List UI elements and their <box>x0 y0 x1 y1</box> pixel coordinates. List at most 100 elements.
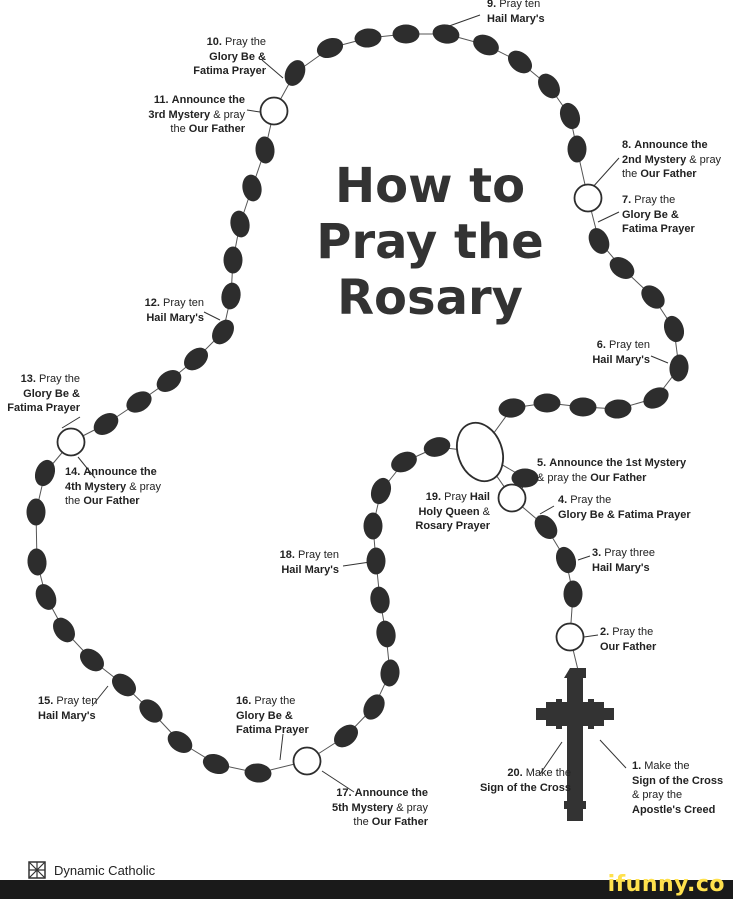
brand-name: Dynamic Catholic <box>54 862 156 878</box>
step-4-label: 4. Pray the Glory Be & Fatima Prayer <box>558 494 691 521</box>
rosary-bead <box>533 393 561 413</box>
our-father-bead <box>555 622 585 652</box>
our-father-bead <box>259 96 289 126</box>
rosary-bead <box>35 584 57 610</box>
leader-line <box>539 505 555 515</box>
step-6-label: 6. Pray ten Hail Mary's <box>592 339 650 366</box>
rosary-bead <box>93 413 119 435</box>
rosary-bead <box>230 210 250 238</box>
brand-logo: Dynamic Catholic <box>28 861 155 879</box>
step-12-label: 12. Pray ten Hail Mary's <box>144 297 204 324</box>
rosary-bead <box>473 34 499 56</box>
rosary-bead <box>242 174 262 202</box>
rosary-bead <box>27 548 47 576</box>
rosary-bead <box>354 28 382 48</box>
rosary-bead <box>380 659 400 687</box>
rosary-bead <box>609 257 635 279</box>
leader-line <box>91 685 109 707</box>
rosary-bead <box>563 580 583 608</box>
rosary-bead <box>669 354 689 382</box>
leader-line <box>203 311 221 321</box>
step-15-label: 15. Pray ten Hail Mary's <box>38 695 98 722</box>
step-14-label: 14. Announce the 4th Mystery & pray the … <box>65 466 161 507</box>
crucifix <box>536 668 614 821</box>
crucifix-shape <box>536 668 614 821</box>
our-father-bead <box>573 183 603 213</box>
rosary-bead <box>139 699 163 723</box>
leader-line <box>599 739 627 769</box>
leader-line <box>650 355 669 364</box>
rosary-centerpiece <box>456 421 504 483</box>
leader-line <box>577 555 591 561</box>
rosary-bead <box>498 398 526 418</box>
leader-line <box>539 741 563 775</box>
rosary-bead <box>255 136 275 164</box>
leader-line <box>261 59 284 79</box>
rosary-bead <box>604 399 632 419</box>
rosary-bead <box>333 724 359 748</box>
rosary-bead <box>534 514 558 540</box>
rosary-bead <box>366 547 386 575</box>
leader-line <box>597 211 620 223</box>
leader-line <box>583 634 599 638</box>
rosary-bead <box>183 347 209 371</box>
leader-line <box>246 109 261 113</box>
rosary-bead <box>156 370 182 392</box>
step-9-label: 9. Pray ten Hail Mary's <box>487 0 545 25</box>
rosary-bead <box>370 477 392 505</box>
our-father-bead <box>497 483 527 513</box>
rosary-bead <box>212 319 234 345</box>
rosary-bead <box>126 391 152 413</box>
rosary-bead <box>202 753 230 775</box>
rosary-bead <box>663 315 685 343</box>
page-title: How to Pray the Rosary <box>316 158 544 326</box>
rosary-bead <box>588 228 610 254</box>
step-13-label: 13. Pray the Glory Be & Fatima Prayer <box>7 373 80 414</box>
rosary-bead <box>511 468 539 488</box>
rosary-bead <box>26 498 46 526</box>
rosary-bead <box>376 620 396 648</box>
rosary-bead <box>244 763 272 783</box>
rosary-bead <box>507 50 533 74</box>
step-10-label: 10. Pray the Glory Be & Fatima Prayer <box>193 36 266 77</box>
rosary-bead <box>370 586 390 614</box>
footer-bar <box>0 880 733 899</box>
leader-line <box>342 561 371 567</box>
rosary-bead <box>432 24 460 44</box>
rosary-bead <box>569 397 597 417</box>
step-17-label: 17. Announce the 5th Mystery & pray the … <box>332 787 428 828</box>
leader-line <box>591 157 620 189</box>
step-11-label: 11. Announce the 3rd Mystery & pray the … <box>148 94 245 135</box>
rosary-bead <box>559 102 581 130</box>
rosary-bead <box>79 648 105 672</box>
rosary-bead <box>363 694 385 720</box>
step-2-label: 2. Pray the Our Father <box>600 626 657 653</box>
rosary-bead <box>221 282 241 310</box>
step-5-label: 5. Announce the 1st Mystery & pray the O… <box>537 457 687 484</box>
ifunny-watermark: ifunny.co <box>607 872 725 897</box>
rosary-bead <box>316 37 344 59</box>
leader-line <box>77 456 96 479</box>
step-18-label: 18. Pray ten Hail Mary's <box>279 549 339 576</box>
rosary-bead <box>392 24 420 44</box>
rosary-bead <box>391 451 417 473</box>
step-1-label: 1. Make the Sign of the Cross & pray the… <box>632 760 724 816</box>
rosary-bead <box>567 135 587 163</box>
rosary-bead <box>363 512 383 540</box>
leader-line <box>61 416 81 429</box>
rosary-bead <box>111 673 137 697</box>
leader-line <box>321 770 355 793</box>
our-father-bead <box>56 427 86 457</box>
rosary-bead <box>223 246 243 274</box>
step-7-label: 7. Pray the Glory Be & Fatima Prayer <box>622 194 695 235</box>
rosary-bead <box>555 546 577 574</box>
step-3-label: 3. Pray three Hail Mary's <box>592 547 655 574</box>
rosary-bead <box>167 731 193 753</box>
leader-line <box>279 733 284 761</box>
rosary-bead <box>34 459 56 487</box>
celtic-knot-icon <box>28 861 46 879</box>
rosary-bead <box>284 60 306 86</box>
rosary-bead <box>53 617 75 643</box>
our-father-bead <box>292 746 322 776</box>
